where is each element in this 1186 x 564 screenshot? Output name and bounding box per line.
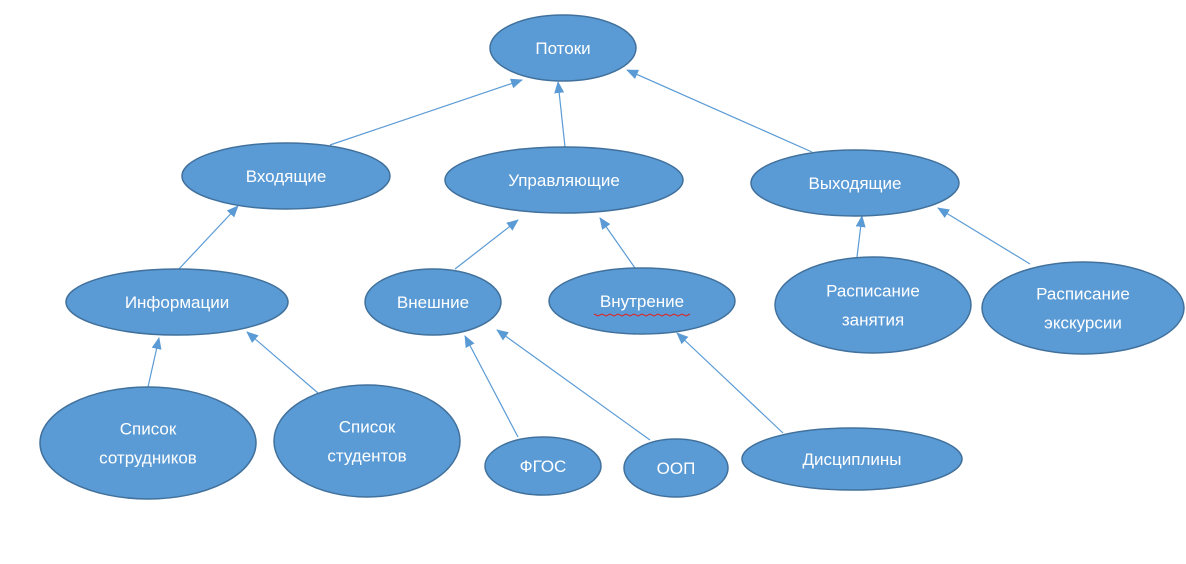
node-ellipse (273, 384, 461, 498)
node-label: Потоки (535, 39, 590, 58)
node-oop: ООП (623, 438, 729, 498)
node-upravlyayushchie: Управляющие (444, 146, 684, 214)
arrow-vhodyashchie-to-potoki (329, 78, 523, 146)
arrow-line (855, 215, 866, 258)
node-ellipse (181, 142, 391, 210)
arrow-raspisanie-zanyatiya-to-vyhodyashchie (855, 215, 866, 258)
spellcheck-underline (593, 313, 691, 317)
node-potoki: Потоки (489, 14, 637, 82)
arrow-line (937, 207, 1031, 265)
node-label: Список (120, 420, 177, 439)
arrow-line (454, 219, 519, 270)
node-label: Внутрение (600, 292, 684, 311)
arrow-raspisanie-ekskursii-to-vyhodyashchie (937, 207, 1031, 265)
arrow-line (496, 329, 651, 441)
node-spisok-sotrudnikov: Список сотрудников (39, 386, 257, 500)
arrow-vneshnie-to-upravlyayushchie (454, 219, 519, 270)
arrow-line (676, 332, 784, 434)
node-ellipse (741, 427, 963, 491)
node-label: Расписание (826, 282, 920, 301)
node-ellipse (364, 268, 502, 336)
node-label: Расписание (1036, 285, 1130, 304)
arrow-fgos-to-vneshnie (464, 335, 519, 438)
node-vnutrenie: Внутрение (548, 267, 736, 335)
node-ellipse (444, 146, 684, 214)
arrow-line (554, 81, 566, 148)
arrow-vyhodyashchie-to-potoki (626, 69, 813, 153)
arrow-vnutrenie-to-upravlyayushchie (599, 217, 636, 269)
node-ellipse (774, 256, 972, 354)
node-informatsii: Информации (65, 268, 289, 336)
node-vyhodyashchie: Выходящие (750, 149, 960, 217)
arrow-distsipliny-to-vnutrenie (676, 332, 784, 434)
node-ellipse (981, 261, 1185, 355)
node-label: Входящие (246, 167, 327, 186)
arrow-line (177, 205, 239, 271)
node-ellipse (65, 268, 289, 336)
node-ellipse (484, 436, 602, 496)
arrow-line (626, 69, 813, 153)
arrow-spisok-studentov-to-informatsii (246, 331, 319, 394)
arrow-spisok-sotrudnikov-to-informatsii (147, 337, 162, 388)
arrow-line (599, 217, 636, 269)
node-distsipliny: Дисциплины (741, 427, 963, 491)
node-raspisanie-ekskursii: Расписание экскурсии (981, 261, 1185, 355)
node-raspisanie-zanyatiya: Расписание занятия (774, 256, 972, 354)
node-label: Дисциплины (803, 450, 902, 469)
arrow-oop-to-vneshnie (496, 329, 651, 441)
arrow-line (246, 331, 319, 394)
node-label: студентов (327, 447, 406, 466)
node-ellipse (750, 149, 960, 217)
node-vhodyashchie: Входящие (181, 142, 391, 210)
arrow-line (464, 335, 519, 438)
node-ellipse (489, 14, 637, 82)
node-vneshnie: Внешние (364, 268, 502, 336)
node-label: ФГОС (520, 457, 567, 476)
edges-layer (147, 69, 1031, 441)
node-label: сотрудников (99, 449, 197, 468)
node-ellipse (548, 267, 736, 335)
node-label: ООП (657, 459, 696, 478)
node-label: экскурсии (1044, 314, 1122, 333)
node-ellipse (623, 438, 729, 498)
arrow-informatsii-to-vhodyashchie (177, 205, 239, 271)
node-label: занятия (842, 311, 904, 330)
arrow-line (147, 337, 162, 388)
node-label: Список (339, 418, 396, 437)
node-ellipse (39, 386, 257, 500)
node-label: Информации (125, 293, 229, 312)
node-label: Внешние (397, 293, 469, 312)
node-spisok-studentov: Список студентов (273, 384, 461, 498)
node-label: Выходящие (808, 174, 901, 193)
node-label: Управляющие (508, 171, 620, 190)
arrow-upravlyayushchie-to-potoki (554, 81, 566, 148)
arrow-line (329, 78, 523, 146)
node-fgos: ФГОС (484, 436, 602, 496)
